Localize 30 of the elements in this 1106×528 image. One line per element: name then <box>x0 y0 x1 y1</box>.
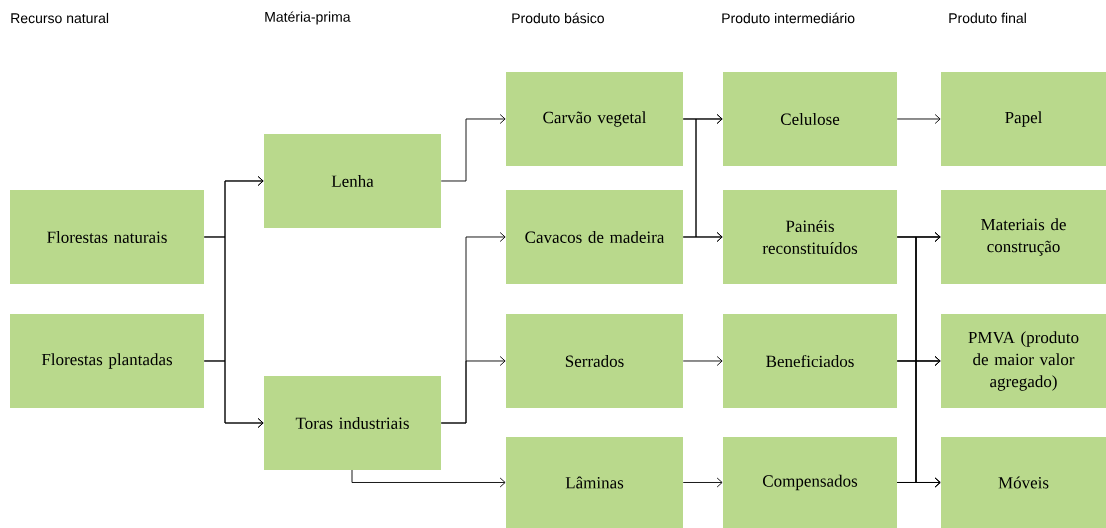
process-box: Carvão vegetal <box>506 72 683 166</box>
arrow <box>440 114 506 182</box>
arrow <box>203 360 264 428</box>
arrow <box>896 114 941 124</box>
process-box: Papel <box>941 72 1106 166</box>
process-box: Serrados <box>506 314 683 408</box>
column-header: Produto final <box>949 12 1026 24</box>
arrow <box>682 477 723 488</box>
process-box: Lâminas <box>506 437 683 528</box>
arrow <box>440 356 506 424</box>
process-box: Móveis <box>941 437 1106 528</box>
process-box: Painéis reconstituídos <box>723 190 897 284</box>
process-box: Cavacos de madeira <box>506 190 683 284</box>
arrow <box>896 477 941 488</box>
process-box: Lenha <box>264 134 441 228</box>
process-box: Florestas naturais <box>10 190 204 284</box>
process-box: Compensados <box>723 437 897 528</box>
column-header: Produto básico <box>512 12 604 24</box>
arrow <box>682 232 723 242</box>
column-header: Produto intermediário <box>722 12 855 24</box>
process-box: Celulose <box>723 72 897 166</box>
process-box: Materiais de construção <box>941 190 1106 284</box>
column-header: Recurso natural <box>11 12 109 24</box>
process-box: PMVA (produto de maior valor agregado) <box>941 314 1106 408</box>
arrow <box>351 469 506 488</box>
column-header: Matéria-prima <box>265 11 351 25</box>
process-box: Toras industriais <box>264 376 441 470</box>
process-box: Florestas plantadas <box>10 314 204 408</box>
process-box: Beneficiados <box>723 314 897 408</box>
arrow <box>682 356 723 366</box>
